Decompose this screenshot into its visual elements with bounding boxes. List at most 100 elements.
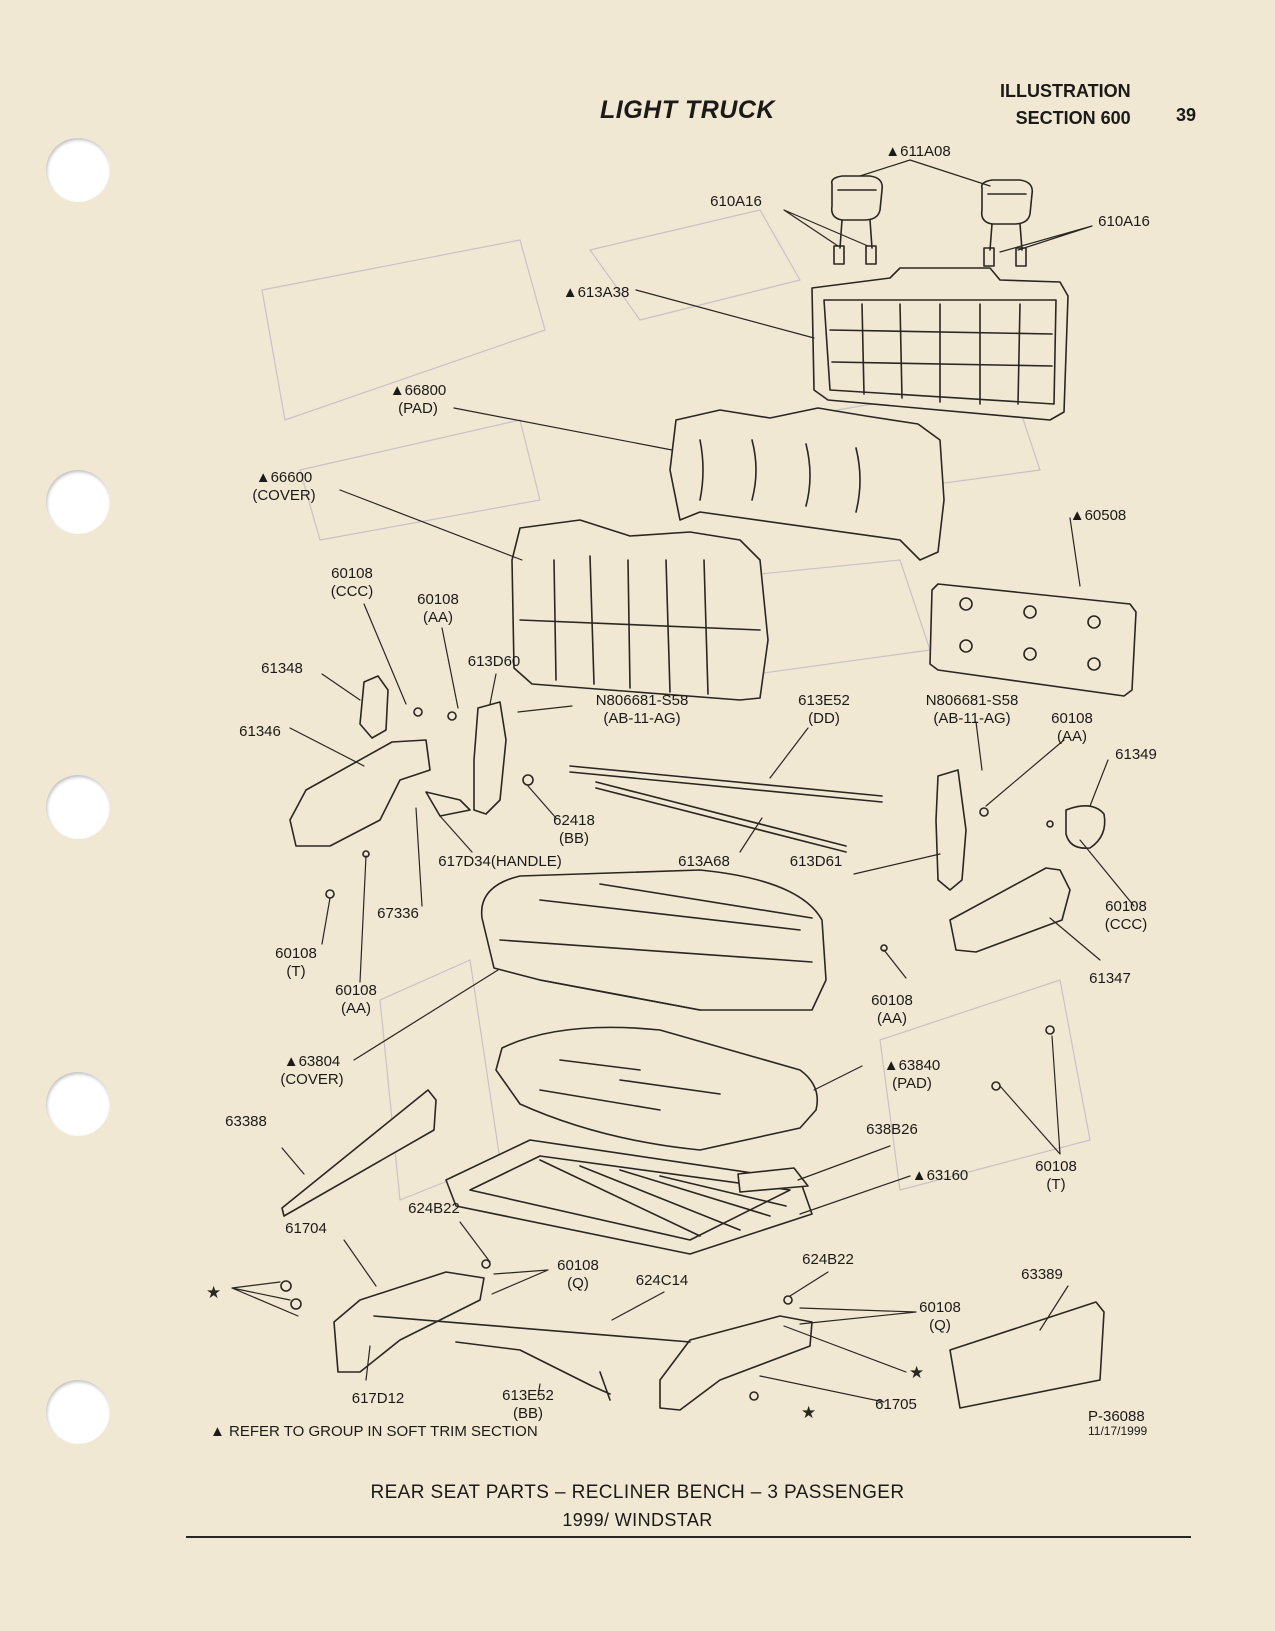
label-624B22-right: 624B22 <box>802 1251 854 1268</box>
side-shield-left <box>281 1089 437 1217</box>
headrest-right <box>980 179 1034 267</box>
label-60108-t-right-note: (T) <box>1046 1176 1066 1193</box>
label-610A16-left: 610A16 <box>710 193 762 210</box>
label-60108-q-right-part: 60108 <box>919 1299 961 1316</box>
side-shield-right <box>949 1301 1105 1409</box>
label-60108-q-left-note: (Q) <box>567 1275 589 1292</box>
label-613E52-dd: 613E52 (DD) <box>798 692 850 728</box>
label-66800: ▲66800 (PAD) <box>390 382 447 418</box>
label-61349: 61349 <box>1115 746 1157 763</box>
svg-text:★: ★ <box>909 1363 924 1383</box>
label-613A38: ▲613A38 <box>562 284 630 301</box>
label-N806681-left-note: (AB-11-AG) <box>603 710 681 727</box>
label-638B26: 638B26 <box>866 1121 918 1138</box>
label-60108-aa-right: 60108 (AA) <box>1051 710 1093 746</box>
binder-hole <box>46 470 110 534</box>
label-63840: ▲63840 (PAD) <box>884 1057 941 1093</box>
label-60108-aa-left-note: (AA) <box>341 1000 371 1017</box>
label-60108-aa-top-note: (AA) <box>423 609 453 626</box>
label-60108-ccc-left-note: (CCC) <box>330 583 374 600</box>
label-60508: ▲60508 <box>1069 507 1127 524</box>
label-610A16-right: 610A16 <box>1098 213 1150 230</box>
label-60108-t-right: 60108 (T) <box>1035 1158 1077 1194</box>
label-67336: 67336 <box>377 905 419 922</box>
caption-title: REAR SEAT PARTS – RECLINER BENCH – 3 PAS… <box>370 1482 905 1503</box>
label-60108-aa-top: 60108 (AA) <box>417 591 459 627</box>
label-613E52-bb: 613E52 (BB) <box>502 1387 554 1423</box>
section-line-2: SECTION 600 <box>1015 108 1131 128</box>
label-66600-part: ▲66600 <box>255 469 313 486</box>
label-613E52-bb-part: 613E52 <box>502 1387 554 1404</box>
label-N806681-right: N806681-S58 (AB-11-AG) <box>926 692 1019 728</box>
label-60108-q-right-note: (Q) <box>929 1317 951 1334</box>
svg-text:★: ★ <box>206 1283 221 1303</box>
label-60108-aa-mid-part: 60108 <box>871 992 913 1009</box>
binder-hole <box>46 1380 110 1444</box>
label-63160: ▲63160 <box>911 1167 969 1184</box>
label-60108-q-left-part: 60108 <box>557 1257 599 1274</box>
label-63840-part: ▲63840 <box>883 1057 941 1074</box>
label-60108-t-left-part: 60108 <box>275 945 317 962</box>
cross-rods <box>569 765 883 853</box>
illustration-number: P-36088 <box>1088 1408 1145 1425</box>
label-66800-note: (PAD) <box>398 400 438 417</box>
page-title: LIGHT TRUCK <box>600 96 775 124</box>
label-60108-ccc-right-note: (CCC) <box>1104 916 1148 933</box>
label-63389: 63389 <box>1021 1266 1063 1283</box>
right-recliner-assembly <box>880 769 1106 1091</box>
label-60108-q-left: 60108 (Q) <box>557 1257 599 1293</box>
illustration-code: P-36088 11/17/1999 <box>1088 1408 1147 1438</box>
star-markers: ★ ★ ★ <box>206 1283 924 1423</box>
label-66600-note: (COVER) <box>252 487 316 504</box>
binder-hole <box>46 775 110 839</box>
binder-hole <box>46 138 110 202</box>
headrest-left <box>830 175 884 265</box>
label-60108-q-right: 60108 (Q) <box>919 1299 961 1335</box>
label-613A68: 613A68 <box>678 853 730 870</box>
label-66800-part: ▲66800 <box>389 382 447 399</box>
seat-back-frame <box>811 267 1069 421</box>
label-60108-aa-top-part: 60108 <box>417 591 459 608</box>
label-N806681-left: N806681-S58 (AB-11-AG) <box>596 692 689 728</box>
label-617D34: 617D34(HANDLE) <box>438 853 562 870</box>
caption-model: 1999/ WINDSTAR <box>562 1510 713 1530</box>
label-613E52-dd-part: 613E52 <box>798 692 850 709</box>
label-60108-aa-right-part: 60108 <box>1051 710 1093 727</box>
rear-panel <box>929 583 1137 697</box>
label-60108-t-left: 60108 (T) <box>275 945 317 981</box>
seat-tracks <box>280 1259 813 1411</box>
label-62418: 62418 (BB) <box>553 812 595 848</box>
seat-pan-frame <box>445 1139 813 1255</box>
left-recliner-assembly <box>289 675 534 899</box>
label-613E52-dd-note: (DD) <box>808 710 840 727</box>
label-60108-aa-right-note: (AA) <box>1057 728 1087 745</box>
seat-cushion-pad <box>495 1026 819 1151</box>
label-613E52-bb-note: (BB) <box>513 1405 543 1422</box>
label-61705: 61705 <box>875 1396 917 1413</box>
label-60108-aa-left: 60108 (AA) <box>335 982 377 1018</box>
label-63804: ▲63804 (COVER) <box>280 1053 343 1089</box>
seat-back-pad <box>669 407 945 561</box>
label-63388: 63388 <box>225 1113 267 1130</box>
label-60108-ccc-left: 60108 (CCC) <box>331 565 374 601</box>
footer-rule <box>186 1536 1191 1538</box>
label-60108-ccc-left-part: 60108 <box>331 565 373 582</box>
label-60108-aa-left-part: 60108 <box>335 982 377 999</box>
page-number: 39 <box>1176 105 1197 125</box>
binder-hole <box>46 1072 110 1136</box>
small-bracket-638B26 <box>737 1167 809 1193</box>
label-624C14: 624C14 <box>635 1272 689 1289</box>
label-60108-aa-mid-note: (AA) <box>877 1010 907 1027</box>
label-62418-note: (BB) <box>559 830 589 847</box>
label-N806681-left-part: N806681-S58 <box>595 692 689 709</box>
label-62418-part: 62418 <box>553 812 595 829</box>
label-613D60: 613D60 <box>467 653 521 670</box>
leader-lines <box>231 159 1135 1403</box>
label-60108-t-right-part: 60108 <box>1035 1158 1077 1175</box>
label-63804-note: (COVER) <box>280 1071 344 1088</box>
label-617D12: 617D12 <box>351 1390 405 1407</box>
label-61346: 61346 <box>239 723 281 740</box>
label-624B22-left: 624B22 <box>408 1200 460 1217</box>
